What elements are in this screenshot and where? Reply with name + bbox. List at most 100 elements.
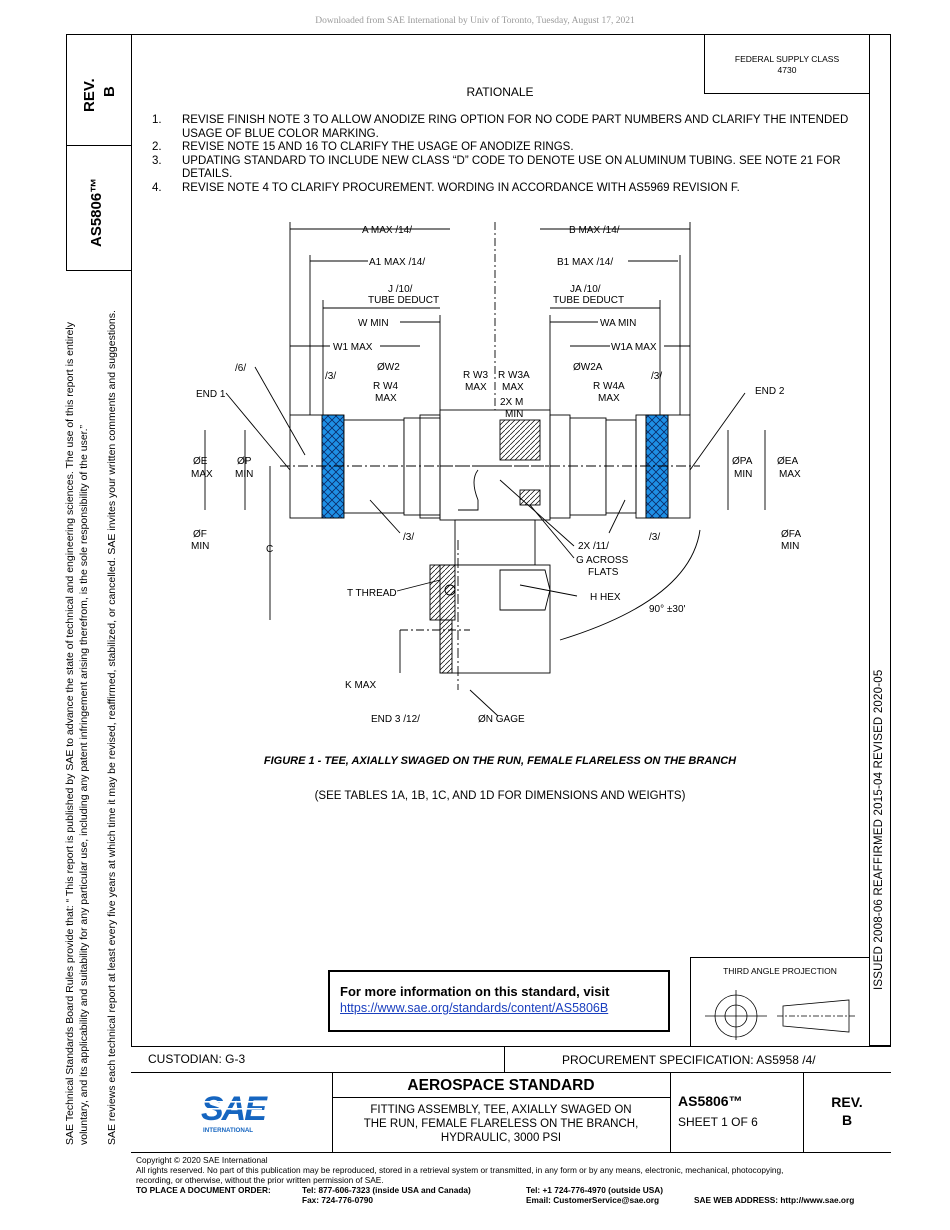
rationale-list: 1. REVISE FINISH NOTE 3 TO ALLOW ANODIZE … <box>152 114 852 195</box>
dim-ja-tube-deduct: TUBE DEDUCT <box>553 295 624 306</box>
item-text: REVISE NOTE 4 TO CLARIFY PROCUREMENT. WO… <box>182 181 740 194</box>
note-3-left: /3/ <box>325 371 336 382</box>
dim-p: ØP <box>237 456 252 467</box>
description-line: FITTING ASSEMBLY, TEE, AXIALLY SWAGED ON <box>370 1104 632 1116</box>
dim-e-max: MAX <box>191 469 213 480</box>
dim-w2: ØW2 <box>377 362 400 373</box>
sheet-number: SHEET 1 OF 6 <box>678 1115 758 1129</box>
download-notice: Downloaded from SAE International by Uni… <box>315 16 635 26</box>
dim-fa: ØFA <box>781 529 801 540</box>
dim-g-across: G ACROSS <box>576 555 629 566</box>
projection-label: THIRD ANGLE PROJECTION <box>723 966 837 976</box>
dim-e: ØE <box>193 456 208 467</box>
dim-p-min: MIN <box>235 469 253 480</box>
fsc-line-1: FEDERAL SUPPLY CLASS <box>734 54 840 64</box>
title-divider-3 <box>803 1073 804 1153</box>
description-line: HYDRAULIC, 3000 PSI <box>440 1132 562 1144</box>
h-hex-label: H HEX <box>590 592 621 603</box>
info-text: For more information on this standard, v… <box>340 984 610 999</box>
dim-w1-max: W1 MAX <box>333 342 373 353</box>
k-max-label: K MAX <box>345 680 376 691</box>
dim-pa: ØPA <box>732 456 753 467</box>
dim-b1-max: B1 MAX /14/ <box>557 257 613 268</box>
standard-link[interactable]: https://www.sae.org/standards/content/AS… <box>340 1001 609 1015</box>
revision-label: REV. <box>831 1094 863 1110</box>
revision: REV. B <box>803 1093 891 1129</box>
note-6: /6/ <box>235 363 246 374</box>
dim-rw3a-max: MAX <box>502 382 524 393</box>
standard-description: FITTING ASSEMBLY, TEE, AXIALLY SWAGED ON… <box>340 1103 662 1145</box>
sae-logo-mark: SAE INTERNATIONAL <box>200 1090 268 1134</box>
fsc-line-2: 4730 <box>777 65 797 75</box>
dim-j-tube-deduct: TUBE DEDUCT <box>368 295 439 306</box>
row-divider <box>504 1046 505 1073</box>
dim-f-min: MIN <box>191 541 209 552</box>
rights-line-1: All rights reserved. No part of this pub… <box>136 1165 784 1175</box>
dim-rw3-max: MAX <box>465 382 487 393</box>
email[interactable]: Email: CustomerService@sae.org <box>526 1195 660 1205</box>
info-box: For more information on this standard, v… <box>328 970 670 1032</box>
rationale-item: 3.UPDATING STANDARD TO INCLUDE NEW CLASS… <box>152 155 852 182</box>
dim-j: J /10/ <box>388 284 413 295</box>
title-divider-1 <box>332 1073 333 1153</box>
item-number: 4. <box>152 181 162 194</box>
svg-text:INTERNATIONAL: INTERNATIONAL <box>203 1127 253 1134</box>
t-thread-label: T THREAD <box>347 588 397 599</box>
copyright: Copyright © 2020 SAE International <box>136 1155 268 1165</box>
dim-ea: ØEA <box>777 456 798 467</box>
dim-rw4a-max: MAX <box>598 393 620 404</box>
dim-2x-m: 2X M <box>500 397 523 408</box>
dim-g-flats: FLATS <box>588 567 619 578</box>
item-number: 2. <box>152 141 162 153</box>
footer: Copyright © 2020 SAE International All r… <box>136 1155 896 1205</box>
dim-rw3a: R W3A <box>498 370 530 381</box>
dim-a-max: A MAX /14/ <box>362 225 412 236</box>
dim-2x-m-min: MIN <box>505 409 523 420</box>
rationale-item: 2. REVISE NOTE 15 AND 16 TO CLARIFY THE U… <box>152 141 852 155</box>
dim-a1-max: A1 MAX /14/ <box>369 257 425 268</box>
dim-c: C <box>266 544 273 555</box>
rationale-item: 1. REVISE FINISH NOTE 3 TO ALLOW ANODIZE … <box>152 114 852 141</box>
standard-type-underline <box>332 1097 670 1098</box>
tel-us: Tel: 877-606-7323 (inside USA and Canada… <box>302 1185 471 1195</box>
dim-rw4: R W4 <box>373 381 398 392</box>
third-angle-projection-icon <box>705 990 855 1040</box>
dim-ja: JA /10/ <box>570 284 601 295</box>
item-text: UPDATING STANDARD TO INCLUDE NEW CLASS “… <box>182 154 841 181</box>
dim-w-min: W MIN <box>358 318 389 329</box>
tel-intl: Tel: +1 724-776-4970 (outside USA) <box>526 1185 664 1195</box>
dim-rw3: R W3 <box>463 370 488 381</box>
web-address[interactable]: SAE WEB ADDRESS: http://www.sae.org <box>694 1195 855 1205</box>
dim-fa-min: MIN <box>781 541 799 552</box>
fax: Fax: 724-776-0790 <box>302 1195 374 1205</box>
document-number: AS5806™ <box>678 1093 743 1109</box>
note-3-lower-right: /3/ <box>649 532 660 543</box>
description-line: THE RUN, FEMALE FLARELESS ON THE BRANCH, <box>363 1118 639 1130</box>
end-3-label: END 3 /12/ <box>371 714 420 725</box>
order-label: TO PLACE A DOCUMENT ORDER: <box>136 1185 271 1195</box>
dim-f: ØF <box>193 529 207 540</box>
order-block: TO PLACE A DOCUMENT ORDER: Tel: 877-606-… <box>136 1185 896 1205</box>
dim-w2a: ØW2A <box>573 362 603 373</box>
title-block <box>131 1073 891 1153</box>
angle-label: 90° ±30' <box>649 604 686 615</box>
dim-w1a-max: W1A MAX <box>611 342 657 353</box>
drawing-frame <box>131 34 870 1047</box>
rights-line-2: recording, or otherwise, without the pri… <box>136 1175 384 1185</box>
note-3-lower-left: /3/ <box>403 532 414 543</box>
end-2-label: END 2 <box>755 386 785 397</box>
rationale-item: 4. REVISE NOTE 4 TO CLARIFY PROCUREMENT. … <box>152 182 852 196</box>
procurement-spec: PROCUREMENT SPECIFICATION: AS5958 /4/ <box>562 1053 816 1067</box>
custodian: CUSTODIAN: G-3 <box>148 1052 246 1066</box>
item-number: 1. <box>152 114 162 126</box>
custodian-row <box>131 1046 891 1073</box>
right-date-strip <box>869 34 891 1046</box>
dim-ea-max: MAX <box>779 469 801 480</box>
third-angle-projection-box: THIRD ANGLE PROJECTION <box>690 957 869 1046</box>
tee-fitting-drawing: A MAX /14/ B MAX /14/ A1 MAX /14/ B1 MAX… <box>191 222 801 725</box>
note-2x-11: 2X /11/ <box>578 541 609 552</box>
federal-supply-class: FEDERAL SUPPLY CLASS 4730 <box>704 34 869 94</box>
item-text: REVISE NOTE 15 AND 16 TO CLARIFY THE USA… <box>182 141 574 153</box>
item-text: REVISE FINISH NOTE 3 TO ALLOW ANODIZE RI… <box>182 114 849 140</box>
dim-pa-min: MIN <box>734 469 752 480</box>
